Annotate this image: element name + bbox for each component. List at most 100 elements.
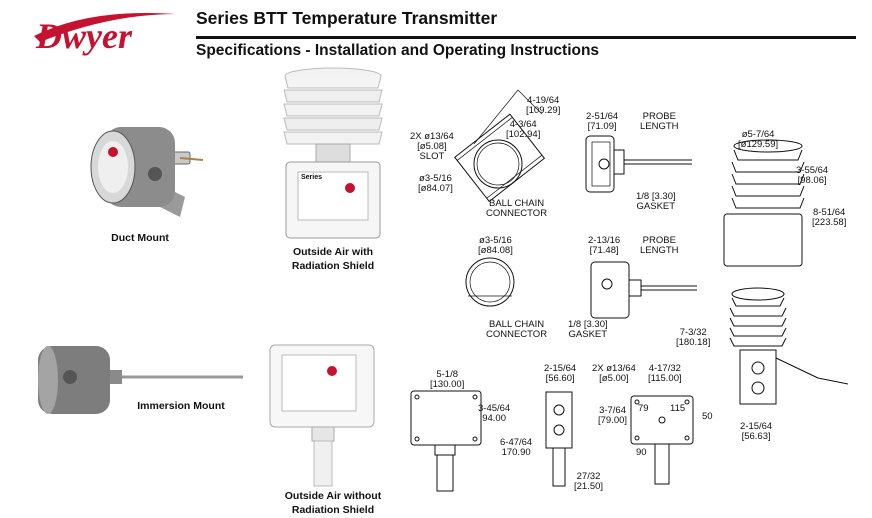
dim-text: [21.50] — [574, 481, 604, 492]
dim-text: [ø5.08] — [417, 141, 447, 152]
d1-width-inner: 4-3/64[102.94] — [506, 120, 540, 140]
dim-text: [ø84.08] — [478, 245, 513, 256]
outside-air-with-shield-image — [283, 67, 383, 239]
d9-n79: 79 — [638, 403, 649, 414]
page-subtitle: Specifications - Installation and Operat… — [196, 42, 600, 59]
d4-diameter: ø3-5/16[ø84.08] — [478, 236, 513, 256]
d1-width-outer: 4-19/64[109.29] — [526, 96, 560, 116]
outside-air-without-shield-image — [269, 344, 375, 487]
d9-n90: 90 — [636, 447, 647, 458]
caption-line-2: Radiation Shield — [291, 260, 375, 272]
shield-unit-label-series: Series — [301, 174, 323, 181]
d8-bottom: 27/32[21.50] — [574, 472, 603, 492]
duct-mount-caption: Duct Mount — [111, 232, 169, 244]
dim-text: 6-47/64 — [500, 437, 533, 448]
drawing-shield-side-bracket — [729, 287, 849, 405]
dim-text: ø3-5/16 — [479, 235, 512, 246]
d9-n115: 115 — [670, 403, 686, 414]
dim-text: 2X ø13/64 — [410, 131, 454, 142]
dim-text: 4-3/64 — [509, 119, 537, 130]
dim-text: SLOT — [419, 151, 445, 162]
dim-text: 1/8 [3.30] — [568, 319, 608, 330]
dim-text: 4-19/64 — [527, 95, 560, 106]
dim-text: 2-15/64 — [740, 421, 773, 432]
svg-text:Dwyer: Dwyer — [35, 16, 133, 56]
d9-height: 3-7/64[79.00] — [598, 406, 627, 426]
dwyer-logo: Dwyer — [34, 12, 176, 56]
d3-diameter: ø5-7/64[ø129.59] — [738, 130, 778, 150]
caption-line-1: Outside Air without — [284, 490, 382, 502]
dim-text: [71.09] — [587, 121, 617, 132]
caption-line-1: Outside Air with — [292, 246, 374, 258]
dim-text: [71.48] — [589, 245, 619, 256]
d7-width: 5-1/8[130.00] — [430, 370, 464, 390]
dim-text: 2X ø13/64 — [592, 363, 636, 374]
dim-text: 2-13/16 — [588, 235, 621, 246]
page-title: Series BTT Temperature Transmitter — [196, 8, 498, 28]
dim-text: ø3-5/16 — [419, 173, 452, 184]
dim-text: [180.18] — [676, 337, 711, 348]
dim-text: LENGTH — [640, 245, 679, 256]
dim-text: 3-7/64 — [599, 405, 626, 416]
d5-height: 2-13/16[71.48] — [588, 236, 620, 256]
dim-text: 5-1/8 — [436, 369, 458, 380]
d1-slot: 2X ø13/64[ø5.08]SLOT — [410, 132, 454, 162]
dim-text: 2-51/64 — [586, 111, 619, 122]
dim-text: 3-55/64 — [796, 165, 829, 176]
title-rule — [196, 36, 856, 39]
dim-text: 2-15/64 — [544, 363, 577, 374]
d1-diameter: ø3-5/16[ø84.07] — [418, 174, 453, 194]
drawing-shield-assembly — [723, 139, 805, 267]
dim-text: [79.00] — [598, 415, 628, 426]
drawing-enclosure-mounting — [630, 395, 694, 485]
duct-mount-image — [90, 127, 204, 217]
d2-gasket: 1/8 [3.30]GASKET — [636, 192, 676, 212]
dim-text: GASKET — [636, 201, 676, 212]
d5-gasket: 1/8 [3.30]GASKET — [568, 320, 608, 340]
dim-text: [130.00] — [430, 379, 465, 390]
dim-text: [115.00] — [648, 373, 682, 384]
d9-n50: 50 — [702, 411, 713, 422]
dim-text: LENGTH — [640, 121, 679, 132]
drawing-side-view-immersion — [590, 261, 697, 319]
dim-text: PROBE — [642, 235, 676, 246]
d9-width: 4-17/32[115.00] — [648, 364, 682, 384]
dim-text: 8-51/64 — [813, 207, 846, 218]
dim-text: 4-17/32 — [648, 363, 681, 374]
d3-total: 8-51/64[223.58] — [812, 208, 846, 228]
drawing-front-ball-chain — [465, 257, 515, 307]
dim-text: [ø84.07] — [418, 183, 453, 194]
dim-text: CONNECTOR — [486, 208, 548, 219]
dim-text: GASKET — [568, 329, 608, 340]
dim-text: [ø129.59] — [738, 139, 779, 150]
dim-text: [ø5.00] — [599, 373, 629, 384]
d6-width: 2-15/64[56.63] — [740, 422, 772, 442]
drawing-duct-top-view — [454, 89, 546, 203]
dim-text: 1/8 [3.30] — [636, 191, 676, 202]
d3-height: 3-55/64[98.06] — [796, 166, 828, 186]
dim-text: 27/32 — [576, 471, 601, 482]
dim-text: [98.06] — [797, 175, 827, 186]
caption-line-2: Radiation Shield — [291, 504, 375, 516]
drawing-enclosure-side — [545, 391, 573, 487]
d6-height: 7-3/32[180.18] — [676, 328, 710, 348]
dim-text: [56.60] — [545, 373, 575, 384]
dim-text: BALL CHAIN — [488, 319, 545, 330]
dim-text: ø5-7/64 — [741, 129, 775, 140]
immersion-mount-caption: Immersion Mount — [137, 400, 225, 412]
dim-text: 7-3/32 — [679, 327, 707, 338]
d8-width: 2-15/64[56.60] — [544, 364, 576, 384]
drawing-enclosure-front — [410, 390, 482, 492]
dim-text: [223.58] — [812, 217, 847, 228]
immersion-mount-image — [38, 346, 243, 414]
dim-text: 94.00 — [482, 413, 506, 424]
dim-text: [56.63] — [741, 431, 771, 442]
dim-text: PROBE — [642, 111, 676, 122]
dim-text: [102.94] — [506, 129, 541, 140]
dim-text: 3-45/64 — [478, 403, 511, 414]
